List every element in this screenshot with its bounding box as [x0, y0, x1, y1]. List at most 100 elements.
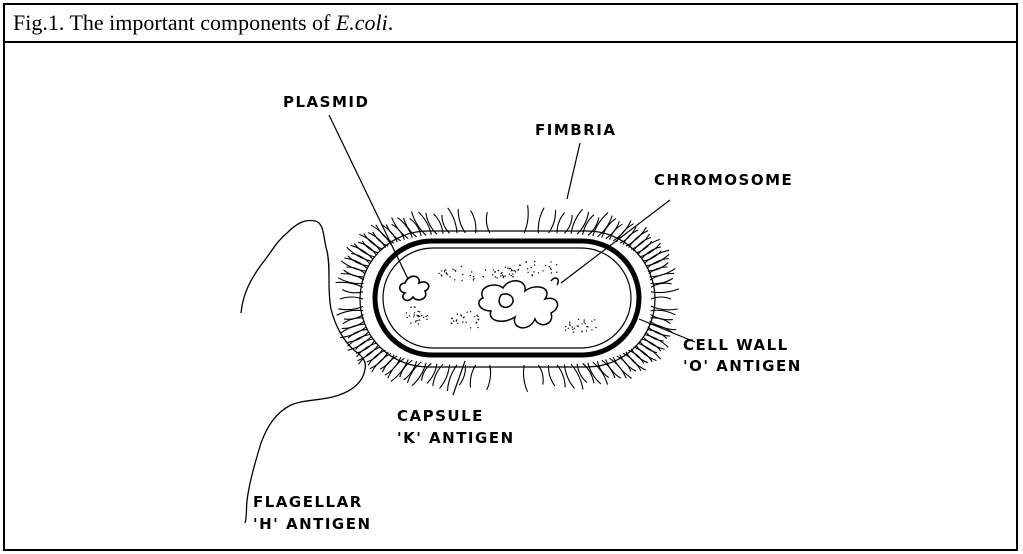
fimbria-hair	[470, 365, 475, 387]
stipple-dot	[416, 320, 417, 321]
stipple-dot	[414, 307, 415, 308]
stipple-dot	[470, 311, 471, 312]
stipple-dot	[581, 323, 582, 324]
stipple-dot	[586, 330, 587, 331]
stipple-dot	[476, 315, 477, 316]
stipple-dot	[585, 323, 586, 324]
stipple-dot	[421, 315, 422, 316]
stipple-dot	[532, 275, 533, 276]
stipple-dot	[542, 270, 543, 271]
stipple-dot	[426, 319, 427, 320]
stipple-dot	[457, 314, 458, 315]
fimbria-hair	[362, 241, 378, 253]
stipple-dot	[457, 323, 458, 324]
stipple-dot	[569, 325, 570, 326]
stipple-dot	[545, 265, 546, 266]
stipple-dot	[483, 276, 484, 277]
stipple-dot	[550, 269, 551, 270]
stipple-dot	[456, 320, 457, 321]
stipple-dot	[526, 261, 527, 262]
stipple-dot	[463, 317, 464, 318]
stipple-dot	[518, 269, 519, 270]
stipple-dot	[418, 315, 419, 316]
stipple-dot	[507, 267, 508, 268]
stipple-dot	[418, 323, 419, 324]
stipple-dot	[573, 332, 574, 333]
stipple-dot	[414, 314, 415, 315]
stipple-dot	[444, 271, 445, 272]
flagellum	[241, 221, 365, 524]
fimbria-hair	[564, 365, 574, 389]
fimbria-hair	[641, 339, 661, 351]
stipple-dot	[465, 322, 466, 323]
stipple-dot	[583, 321, 584, 322]
fimbria-hair	[643, 251, 661, 262]
stipple-dot	[584, 319, 585, 320]
stipple-dot	[417, 315, 418, 316]
fimbria-hair	[458, 209, 465, 233]
stipple-dot	[476, 322, 477, 323]
stipple-dot	[425, 316, 426, 317]
stipple-dot	[587, 326, 588, 327]
stipple-dot	[515, 271, 516, 272]
fimbria-hair	[486, 212, 489, 233]
stipple-dot	[505, 267, 506, 268]
stipple-dot	[453, 320, 454, 321]
stipple-dot	[509, 268, 510, 269]
fimbria-hair	[341, 261, 366, 271]
fimbria-hair	[348, 332, 369, 342]
stipple-dot	[578, 319, 579, 320]
stipple-dot	[461, 266, 462, 267]
stipple-dot	[574, 328, 575, 329]
stipple-dot	[423, 317, 424, 318]
stipple-dot	[569, 321, 570, 322]
fimbria-hair	[356, 339, 373, 350]
fimbria-hair	[348, 330, 367, 339]
stipple-dot	[503, 277, 504, 278]
stipple-dot	[551, 272, 552, 273]
fimbria-hair	[351, 254, 370, 264]
stipple-dot	[527, 268, 528, 269]
stipple-dot	[572, 326, 573, 327]
label-cell-wall-line2: 'O' ANTIGEN	[683, 357, 802, 375]
stipple-dot	[501, 272, 502, 273]
stipple-dot	[419, 319, 420, 320]
fimbria-hair	[348, 256, 369, 266]
ecoli-diagram: PLASMID FIMBRIA CHROMOSOME CELL WALL 'O'…	[5, 43, 1016, 549]
stipple-dot	[572, 329, 573, 330]
stipple-dot	[473, 278, 474, 279]
stipple-dot	[461, 280, 462, 281]
fimbria-hair	[647, 330, 667, 339]
stipple-dot	[502, 275, 503, 276]
label-capsule-line2: 'K' ANTIGEN	[397, 429, 515, 447]
stipple-dot	[410, 323, 411, 324]
stipple-dot	[419, 316, 420, 317]
fimbria-hair	[538, 365, 543, 385]
fimbria-hair	[617, 356, 631, 371]
figure-caption: Fig.1. The important components of E.col…	[5, 5, 1016, 43]
stipple-dot	[595, 327, 596, 328]
stipple-dot	[509, 274, 510, 275]
fimbria-hair	[650, 269, 676, 277]
stipple-dot	[496, 277, 497, 278]
stipple-dot	[454, 279, 455, 280]
caption-suffix: .	[388, 10, 394, 35]
stipple-dot	[504, 275, 505, 276]
stipple-dot	[495, 276, 496, 277]
stipple-dot	[581, 331, 582, 332]
fimbria-hair	[336, 282, 364, 287]
stipple-dot	[527, 272, 528, 273]
fimbria-hair	[538, 208, 544, 233]
stipple-dot	[531, 267, 532, 268]
stipple-dot	[533, 271, 534, 272]
stipple-dot	[556, 272, 557, 273]
fimbria-hair	[651, 297, 671, 299]
stipple-dot	[414, 312, 415, 313]
label-capsule-line1: CAPSULE	[397, 407, 484, 425]
stipple-dot	[492, 274, 493, 275]
stipple-dot	[461, 315, 462, 316]
stipple-dot	[549, 266, 550, 267]
label-fimbria: FIMBRIA	[535, 121, 616, 139]
stipple-dot	[473, 279, 474, 280]
stipple-dot	[550, 268, 551, 269]
